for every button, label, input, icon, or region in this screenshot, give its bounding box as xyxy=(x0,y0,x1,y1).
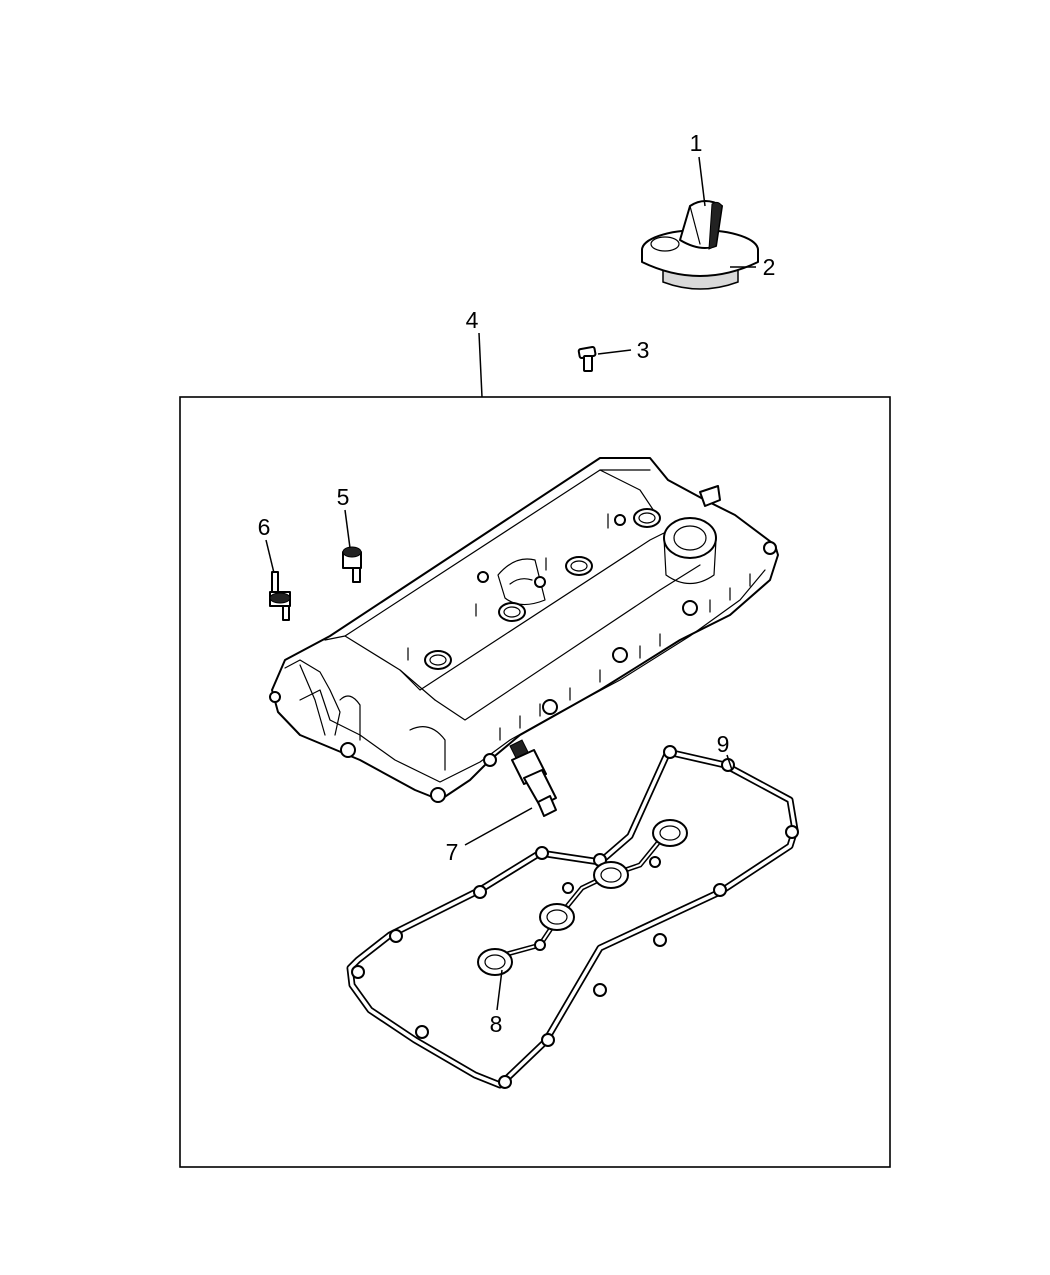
oil-filler-cap[interactable] xyxy=(641,200,759,290)
leader-1 xyxy=(698,156,706,207)
leader-3 xyxy=(597,349,632,355)
leader-8 xyxy=(496,969,503,1011)
leader-7 xyxy=(464,807,533,846)
callout-1: 1 xyxy=(690,130,703,156)
bolt-3[interactable] xyxy=(577,345,597,372)
stud-bolt-6[interactable] xyxy=(269,571,291,621)
leader-9 xyxy=(726,754,733,771)
callout-3: 3 xyxy=(637,337,650,363)
plug-tube-seals[interactable] xyxy=(477,819,688,976)
valve-cover[interactable] xyxy=(269,457,779,803)
leader-6 xyxy=(265,539,275,574)
callout-7: 7 xyxy=(446,839,459,865)
leader-4 xyxy=(478,332,483,398)
kit-box xyxy=(179,396,891,1168)
callout-4: 4 xyxy=(466,307,479,333)
leader-5 xyxy=(344,509,351,549)
pcv-valve[interactable] xyxy=(509,739,557,817)
stud-5[interactable] xyxy=(342,546,362,583)
callout-9: 9 xyxy=(717,731,730,757)
callout-5: 5 xyxy=(337,484,350,510)
callout-2: 2 xyxy=(763,254,776,280)
cover-gasket[interactable] xyxy=(346,745,799,1089)
callout-6: 6 xyxy=(258,514,271,540)
callout-8: 8 xyxy=(490,1011,503,1037)
